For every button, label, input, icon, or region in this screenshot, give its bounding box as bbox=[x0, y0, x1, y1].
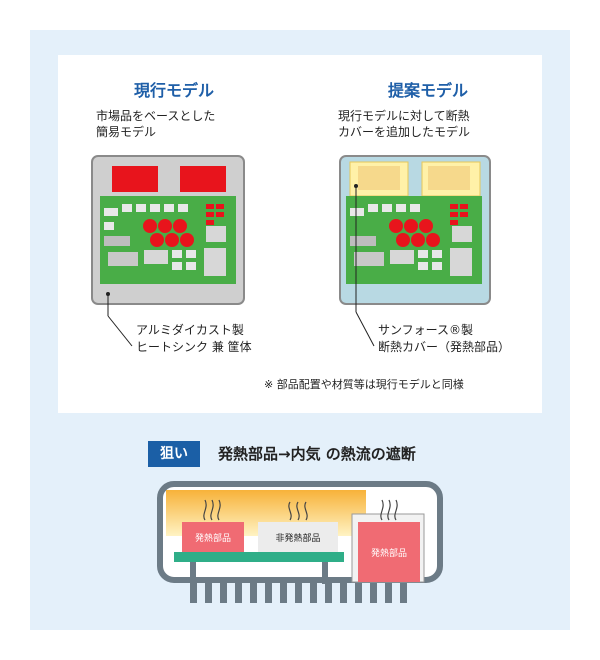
proposed-model-description: 現行モデルに対して断熱 カバーを追加したモデル bbox=[338, 108, 470, 140]
left-hot-part-label: 発熱部品 bbox=[195, 532, 231, 544]
aim-badge: 狙い bbox=[148, 441, 200, 467]
right-hot-part-label: 発熱部品 bbox=[371, 547, 407, 559]
same-spec-note: ※ 部品配置や材質等は現行モデルと同様 bbox=[264, 378, 464, 391]
proposed-desc-line-1: 現行モデルに対して断熱 bbox=[338, 109, 470, 123]
current-callout-line-2: ヒートシンク 兼 筐体 bbox=[136, 340, 252, 354]
proposed-model-callout: サンフォース®製 断熱カバー（発熱部品） bbox=[378, 322, 510, 356]
proposed-model-device bbox=[339, 155, 491, 347]
proposed-model-title: 提案モデル bbox=[387, 81, 468, 100]
proposed-callout-line-2: 断熱カバー（発熱部品） bbox=[378, 340, 511, 354]
right-hot-part bbox=[358, 522, 420, 582]
current-model-device bbox=[91, 155, 245, 347]
heat-flow-diagram: 発熱部品 非発熱部品 発熱部品 bbox=[157, 481, 443, 603]
non-hot-part bbox=[258, 522, 338, 552]
circuit-board bbox=[174, 552, 344, 562]
non-hot-part-label: 非発熱部品 bbox=[275, 532, 320, 544]
current-model-description: 市場品をベースとした 簡易モデル bbox=[96, 108, 215, 140]
current-desc-line-2: 簡易モデル bbox=[96, 125, 157, 139]
current-model-title: 現行モデル bbox=[133, 81, 214, 100]
aim-text: 発熱部品→内気 の熱流の遮断 bbox=[218, 445, 416, 463]
proposed-desc-line-2: カバーを追加したモデル bbox=[338, 125, 471, 139]
current-model-callout: アルミダイカスト製 ヒートシンク 兼 筐体 bbox=[136, 322, 252, 356]
proposed-callout-line-1: サンフォース®製 bbox=[378, 323, 474, 337]
current-callout-line-1: アルミダイカスト製 bbox=[136, 323, 244, 337]
heat-flow-arrows bbox=[203, 499, 398, 521]
current-desc-line-1: 市場品をベースとした bbox=[96, 109, 216, 123]
left-hot-part bbox=[182, 522, 244, 552]
heat-sink-fins bbox=[190, 583, 407, 603]
